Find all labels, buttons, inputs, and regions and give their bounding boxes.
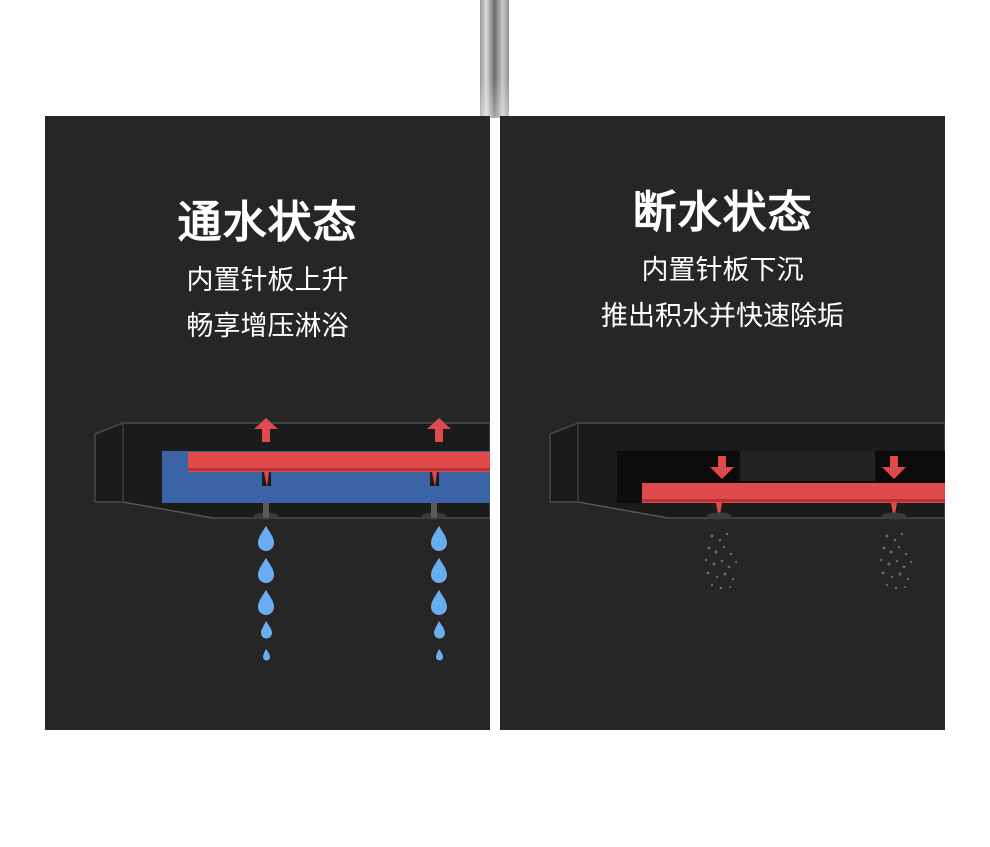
panel-description: 内置针板下沉 推出积水并快速除垢 [500,248,945,340]
arrow-up-icon [254,418,278,442]
nozzle [422,502,446,520]
panel-title: 通水状态 [177,197,358,248]
description-line: 畅享增压淋浴 [186,311,349,342]
arrow-down-icon [710,456,734,479]
water-drop-icon [431,590,447,615]
water-drop-icon [263,649,270,661]
water-drop-icon [261,621,272,639]
scale-debris [704,532,913,590]
description-line: 推出积水并快速除垢 [601,301,844,332]
water-drop-icon [434,621,445,639]
description-line: 内置针板上升 [186,265,349,296]
shower-head-cross-section-diagram [94,418,490,661]
needle-pin [891,503,897,520]
water-drop-icon [258,558,274,583]
water-drop-icon [258,590,274,615]
water-drop-icon [258,526,274,551]
needle-pin [716,503,722,520]
description-line: 内置针板下沉 [641,255,804,286]
nozzle [254,502,278,520]
water-on-panel: 通水状态 内置针板上升 畅享增压淋浴 [45,116,490,730]
needle-pin [430,472,439,487]
pin-plate [188,452,490,472]
water-drops [258,526,447,661]
shower-head-cross-section-diagram [549,422,945,590]
water-drop-icon [431,558,447,583]
nozzle [882,512,906,520]
arrow-down-icon [882,456,906,479]
arrow-up-icon [427,418,451,442]
panel-title: 断水状态 [632,187,813,238]
nozzle [707,512,731,520]
panel-description: 内置针板上升 畅享增压淋浴 [45,258,490,350]
needle-pin [262,472,271,487]
shower-pipe [480,0,509,118]
water-drop-icon [436,649,443,661]
water-off-panel: 断水状态 内置针板下沉 推出积水并快速除垢 [500,116,945,730]
pin-plate [642,483,945,503]
water-drop-icon [431,526,447,551]
